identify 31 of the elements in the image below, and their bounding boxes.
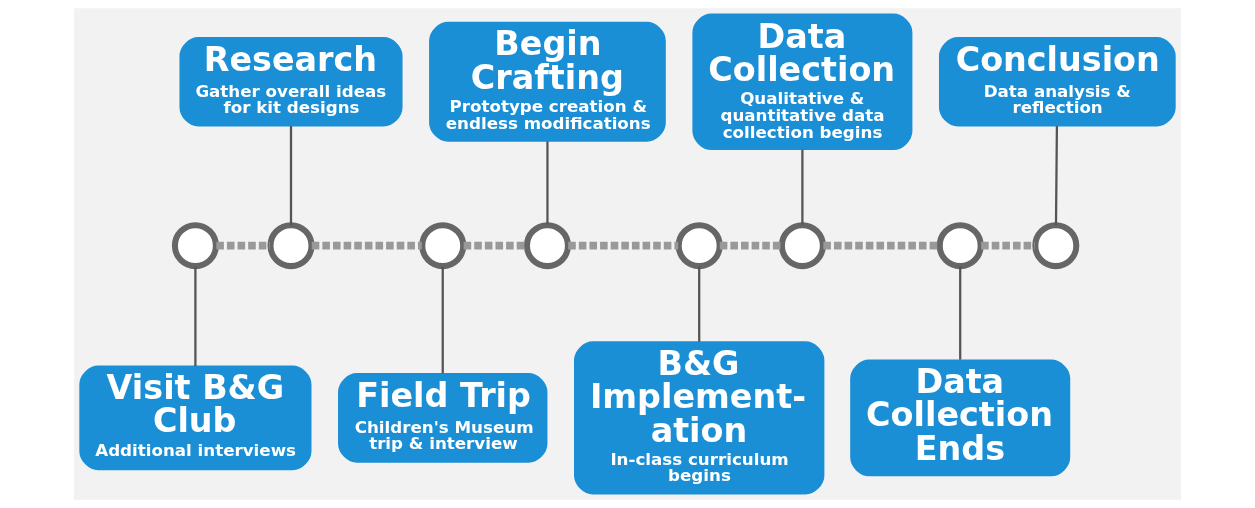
connector (823, 241, 940, 250)
node-box: Field Trip Children's Museum trip & interview (338, 373, 548, 463)
node-circle (1032, 222, 1080, 270)
connector (463, 241, 527, 250)
node-box: Data Collection Qualitative & quantitative data collection begins (692, 13, 913, 151)
connector (568, 241, 679, 250)
connector (289, 125, 293, 226)
connector (441, 266, 444, 374)
connector (311, 241, 422, 250)
node-box: Research Gather overall ideas for kit designs (179, 37, 403, 127)
node-box: Conclusion Data analysis & reflection (938, 37, 1176, 127)
node-box: Data Collection Ends (850, 359, 1071, 477)
connector (194, 266, 197, 367)
node-box: B&G Implement-ation In-class curriculum begins (574, 341, 825, 495)
connector (1054, 125, 1059, 226)
connector (959, 266, 962, 360)
node-circle (778, 222, 826, 270)
node-circle (419, 222, 467, 270)
node-box: Visit B&G Club Additional interviews (79, 365, 312, 471)
node-circle (936, 222, 984, 270)
node-circle (675, 222, 723, 270)
node-circle (171, 222, 219, 270)
node-circle (523, 222, 571, 270)
connector (216, 241, 270, 250)
connector (981, 241, 1035, 250)
connector (698, 266, 701, 342)
node-box: Begin Crafting Prototype creation & endless modifications (429, 21, 666, 142)
connector (546, 141, 549, 225)
node-circle (267, 222, 315, 270)
connector (801, 149, 804, 225)
connector (719, 241, 782, 250)
